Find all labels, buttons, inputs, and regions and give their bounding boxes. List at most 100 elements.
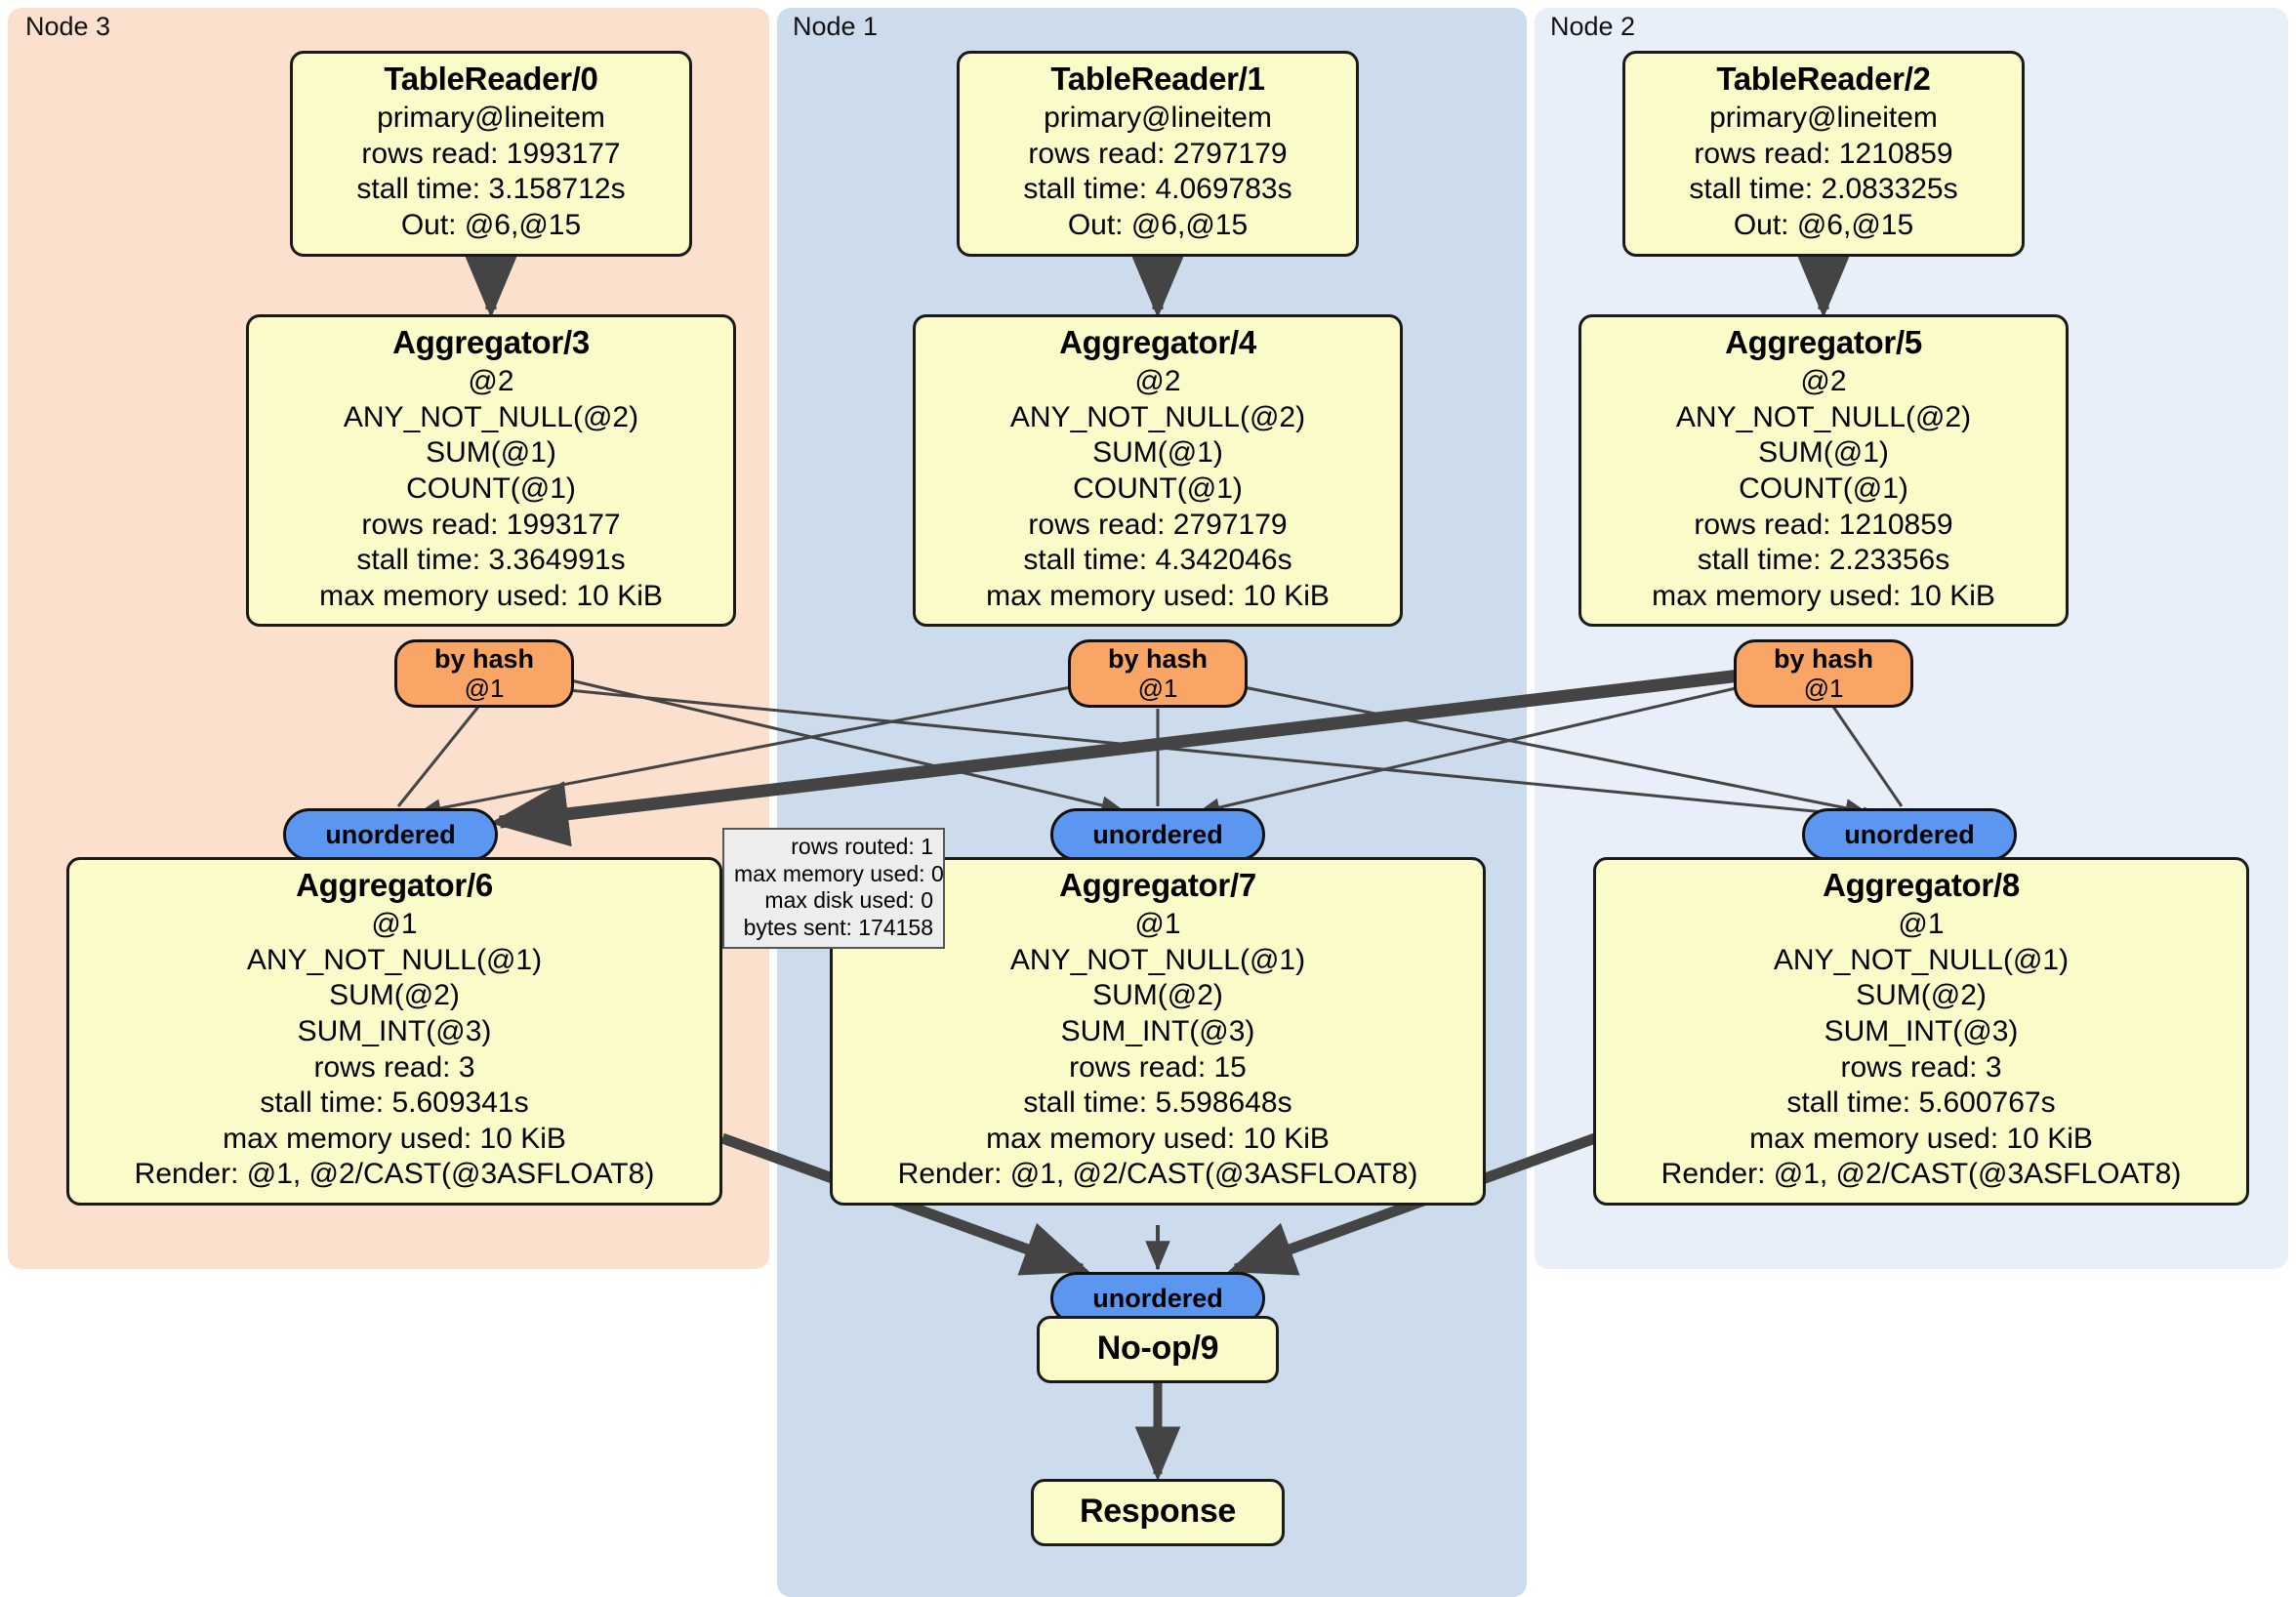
processor-tablereader-1[interactable]: TableReader/1 primary@lineitem rows read… xyxy=(957,51,1359,257)
processor-noop-9[interactable]: No-op/9 xyxy=(1037,1316,1279,1384)
processor-detail: ANY_NOT_NULL(@1) xyxy=(1009,943,1306,976)
router-by-hash-4[interactable]: by hash @1 xyxy=(1068,639,1248,708)
processor-detail: max memory used: 10 KiB xyxy=(319,579,663,612)
processor-detail: max memory used: 10 KiB xyxy=(986,579,1330,612)
processor-detail: stall time: 5.609341s xyxy=(260,1086,529,1120)
processor-detail: primary@lineitem xyxy=(377,102,605,135)
processor-detail: max memory used: 10 KiB xyxy=(223,1122,566,1155)
processor-detail: rows read: 1993177 xyxy=(361,137,621,170)
processor-aggregator-6[interactable]: Aggregator/6 @1 ANY_NOT_NULL(@1) SUM(@2)… xyxy=(66,857,722,1206)
processor-detail: stall time: 4.342046s xyxy=(1023,544,1292,577)
processor-detail: Out: @6,@15 xyxy=(1067,209,1249,242)
processor-detail: @2 xyxy=(1800,365,1847,398)
processor-detail: Out: @6,@15 xyxy=(1733,209,1914,242)
processor-title: Aggregator/6 xyxy=(296,867,493,903)
cluster-label-node-3: Node 3 xyxy=(25,12,111,41)
processor-detail: stall time: 3.158712s xyxy=(356,173,626,206)
processor-aggregator-5[interactable]: Aggregator/5 @2 ANY_NOT_NULL(@2) SUM(@1)… xyxy=(1578,314,2069,628)
processor-detail: primary@lineitem xyxy=(1709,102,1938,135)
processor-detail: ANY_NOT_NULL(@1) xyxy=(246,943,543,976)
processor-detail: @1 xyxy=(371,908,418,941)
processor-detail: Render: @1, @2/CAST(@3ASFLOAT8) xyxy=(134,1158,655,1191)
synchronizer-unordered-7[interactable]: unordered xyxy=(1050,808,1265,861)
stats-max-disk-used: max disk used: 0 xyxy=(764,887,933,914)
processor-detail: stall time: 5.598648s xyxy=(1023,1086,1292,1120)
processor-detail: SUM(@1) xyxy=(1758,436,1889,470)
synchronizer-label: unordered xyxy=(325,819,456,849)
processor-title: Aggregator/8 xyxy=(1823,867,2020,903)
processor-detail: @2 xyxy=(1134,365,1181,398)
processor-detail: SUM_INT(@3) xyxy=(1060,1015,1255,1048)
processor-detail: Render: @1, @2/CAST(@3ASFLOAT8) xyxy=(897,1158,1418,1191)
processor-detail: SUM(@1) xyxy=(426,436,556,470)
processor-detail: rows read: 3 xyxy=(1840,1050,2002,1084)
processor-detail: Render: @1, @2/CAST(@3ASFLOAT8) xyxy=(1660,1158,2182,1191)
stream-stats-box: rows routed: 1 max memory used: 0 max di… xyxy=(722,828,945,950)
processor-aggregator-4[interactable]: Aggregator/4 @2 ANY_NOT_NULL(@2) SUM(@1)… xyxy=(913,314,1403,628)
synchronizer-label: unordered xyxy=(1844,819,1975,849)
processor-detail: stall time: 5.600767s xyxy=(1786,1086,2056,1120)
processor-tablereader-2[interactable]: TableReader/2 primary@lineitem rows read… xyxy=(1622,51,2025,257)
processor-aggregator-8[interactable]: Aggregator/8 @1 ANY_NOT_NULL(@1) SUM(@2)… xyxy=(1593,857,2249,1206)
processor-title: Response xyxy=(1079,1493,1237,1530)
processor-detail: SUM_INT(@3) xyxy=(297,1015,492,1048)
processor-detail: rows read: 1210859 xyxy=(1694,137,1953,170)
processor-detail: rows read: 1210859 xyxy=(1694,508,1953,541)
router-by-hash-3[interactable]: by hash @1 xyxy=(394,639,574,708)
synchronizer-label: unordered xyxy=(1092,1283,1223,1313)
processor-detail: stall time: 4.069783s xyxy=(1023,173,1292,206)
processor-detail: stall time: 2.083325s xyxy=(1689,173,1958,206)
processor-title: Aggregator/7 xyxy=(1059,867,1256,903)
processor-detail: Out: @6,@15 xyxy=(400,209,582,242)
processor-aggregator-3[interactable]: Aggregator/3 @2 ANY_NOT_NULL(@2) SUM(@1)… xyxy=(246,314,736,628)
processor-detail: max memory used: 10 KiB xyxy=(1652,579,1995,612)
processor-response[interactable]: Response xyxy=(1031,1479,1285,1547)
processor-tablereader-0[interactable]: TableReader/0 primary@lineitem rows read… xyxy=(290,51,692,257)
stats-rows-routed: rows routed: 1 xyxy=(791,834,933,859)
processor-title: TableReader/0 xyxy=(384,61,598,97)
processor-detail: rows read: 1993177 xyxy=(361,508,621,541)
cluster-label-node-2: Node 2 xyxy=(1550,12,1636,41)
processor-detail: rows read: 15 xyxy=(1069,1050,1247,1084)
processor-detail: rows read: 3 xyxy=(313,1050,475,1084)
processor-detail: max memory used: 10 KiB xyxy=(986,1122,1330,1155)
processor-title: Aggregator/4 xyxy=(1059,324,1256,360)
processor-detail: max memory used: 10 KiB xyxy=(1749,1122,2093,1155)
router-title: by hash xyxy=(1773,644,1874,675)
processor-detail: SUM(@2) xyxy=(329,979,460,1012)
processor-title: No-op/9 xyxy=(1096,1330,1219,1367)
processor-detail: COUNT(@1) xyxy=(1073,472,1243,506)
processor-detail: stall time: 2.23356s xyxy=(1697,544,1950,577)
processor-detail: SUM_INT(@3) xyxy=(1824,1015,2019,1048)
processor-title: TableReader/2 xyxy=(1716,61,1931,97)
processor-detail: COUNT(@1) xyxy=(406,472,576,506)
synchronizer-unordered-6[interactable]: unordered xyxy=(283,808,498,861)
processor-detail: ANY_NOT_NULL(@2) xyxy=(343,400,639,433)
processor-title: Aggregator/3 xyxy=(392,324,590,360)
processor-detail: rows read: 2797179 xyxy=(1028,508,1288,541)
router-by-hash-5[interactable]: by hash @1 xyxy=(1734,639,1913,708)
processor-detail: ANY_NOT_NULL(@1) xyxy=(1773,943,2070,976)
stats-bytes-sent: bytes sent: 174158 xyxy=(743,914,933,940)
processor-detail: COUNT(@1) xyxy=(1739,472,1908,506)
synchronizer-unordered-8[interactable]: unordered xyxy=(1802,808,2017,861)
processor-detail: primary@lineitem xyxy=(1044,102,1272,135)
synchronizer-label: unordered xyxy=(1092,819,1223,849)
processor-detail: rows read: 2797179 xyxy=(1028,137,1288,170)
processor-detail: SUM(@2) xyxy=(1092,979,1223,1012)
router-title: by hash xyxy=(433,644,535,675)
processor-detail: ANY_NOT_NULL(@2) xyxy=(1009,400,1306,433)
processor-detail: stall time: 3.364991s xyxy=(356,544,626,577)
processor-title: TableReader/1 xyxy=(1050,61,1265,97)
processor-detail: SUM(@2) xyxy=(1856,979,1987,1012)
cluster-label-node-1: Node 1 xyxy=(793,12,879,41)
router-title: by hash xyxy=(1107,644,1209,675)
processor-detail: ANY_NOT_NULL(@2) xyxy=(1675,400,1972,433)
processor-detail: @1 xyxy=(1134,908,1181,941)
router-subtitle: @1 xyxy=(464,673,505,703)
processor-detail: @1 xyxy=(1898,908,1945,941)
processor-detail: SUM(@1) xyxy=(1092,436,1223,470)
router-subtitle: @1 xyxy=(1137,673,1178,703)
router-subtitle: @1 xyxy=(1803,673,1844,703)
